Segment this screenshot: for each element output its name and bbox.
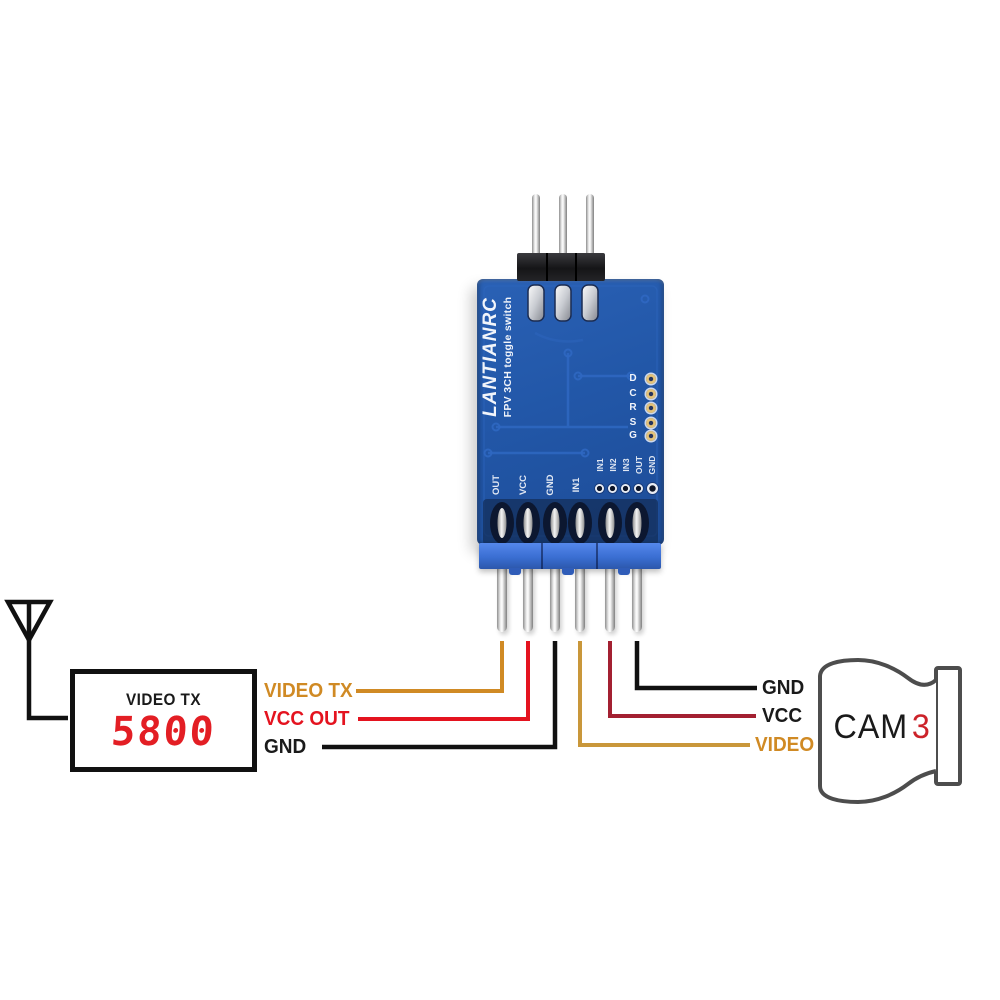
- bottom-pin-5: [605, 566, 615, 632]
- aux-hole: [621, 484, 630, 493]
- pcb-board: LANTIANRC FPV 3CH toggle switch D C R S …: [477, 279, 664, 545]
- wire-video-right: [578, 641, 750, 747]
- aux-label-in3: IN3: [621, 458, 631, 472]
- wire-video-tx-left: [356, 641, 504, 693]
- label-gnd-left: GND: [264, 736, 307, 758]
- camera-outline: [818, 658, 962, 804]
- board-subtitle: FPV 3CH toggle switch: [502, 296, 514, 418]
- camera-body: [818, 658, 938, 804]
- side-pad-letter-s: S: [629, 417, 637, 428]
- label-vcc-right: VCC: [762, 705, 803, 727]
- aux-hole: [634, 484, 643, 493]
- aux-label-gnd: GND: [647, 455, 657, 475]
- bottom-pin-6: [632, 566, 642, 632]
- bottom-pin-2: [523, 566, 533, 632]
- top-pin-1: [532, 194, 540, 256]
- bottom-solder-joints: [490, 502, 649, 544]
- side-pad-letter-c: C: [629, 388, 637, 399]
- pcb-artwork: [483, 284, 658, 545]
- pcb-trace-pads: [483, 294, 650, 458]
- camera-lens-barrel: [934, 666, 962, 786]
- top-pin-3: [586, 194, 594, 256]
- side-pad-letter-g: G: [629, 430, 637, 441]
- pin-silk-vcc: VCC: [518, 474, 529, 496]
- side-pad-letter-r: R: [629, 402, 637, 413]
- aux-label-in1: IN1: [595, 458, 605, 472]
- transmitter-name: VIDEO TX: [125, 690, 202, 709]
- wire-gnd-right: [634, 641, 757, 691]
- top-pin-header: [517, 253, 605, 281]
- label-vcc-out-left: VCC OUT: [264, 708, 350, 730]
- header-tab: [509, 568, 521, 575]
- video-transmitter-box: VIDEO TX 5800: [70, 669, 257, 772]
- wire-vcc-right: [608, 641, 756, 718]
- gold-pad: [646, 418, 656, 428]
- header-tab: [618, 568, 630, 575]
- gold-pad: [646, 374, 656, 384]
- header-tab: [562, 568, 574, 575]
- header-seam: [596, 543, 598, 569]
- pcb-traces: [488, 331, 631, 455]
- bottom-pin-3: [550, 566, 560, 632]
- bottom-pin-4: [575, 566, 585, 632]
- side-pad-letter-d: D: [629, 373, 637, 384]
- wire-vcc-out-left: [358, 641, 530, 721]
- pin-silk-in1: IN1: [571, 477, 582, 493]
- bottom-pin-header: [479, 543, 661, 575]
- header-seam: [541, 543, 543, 569]
- pin-silk-out: OUT: [491, 474, 502, 496]
- header-seam: [575, 253, 577, 281]
- gold-pad: [646, 389, 656, 399]
- aux-label-in2: IN2: [608, 458, 618, 472]
- label-video-tx-left: VIDEO TX: [264, 680, 353, 702]
- label-gnd-right: GND: [762, 677, 805, 699]
- top-solder-pads: [527, 284, 599, 322]
- top-pin-2: [559, 194, 567, 256]
- aux-hole: [595, 484, 604, 493]
- antenna-icon: [4, 599, 68, 721]
- camera-number: 3: [911, 708, 931, 746]
- aux-hole: [608, 484, 617, 493]
- camera-name: CAM: [833, 708, 909, 746]
- brand-logo: LANTIANRC: [480, 297, 501, 417]
- aux-label-out: OUT: [634, 456, 644, 474]
- gold-pad: [646, 403, 656, 413]
- bottom-pin-1: [497, 566, 507, 632]
- header-seam: [546, 253, 548, 281]
- wire-gnd-left: [322, 641, 558, 750]
- pin-silk-gnd: GND: [545, 474, 556, 496]
- aux-hole: [647, 483, 658, 494]
- label-video-right: VIDEO: [755, 734, 815, 756]
- frequency-display: 5800: [109, 709, 218, 755]
- gold-pad: [646, 431, 656, 441]
